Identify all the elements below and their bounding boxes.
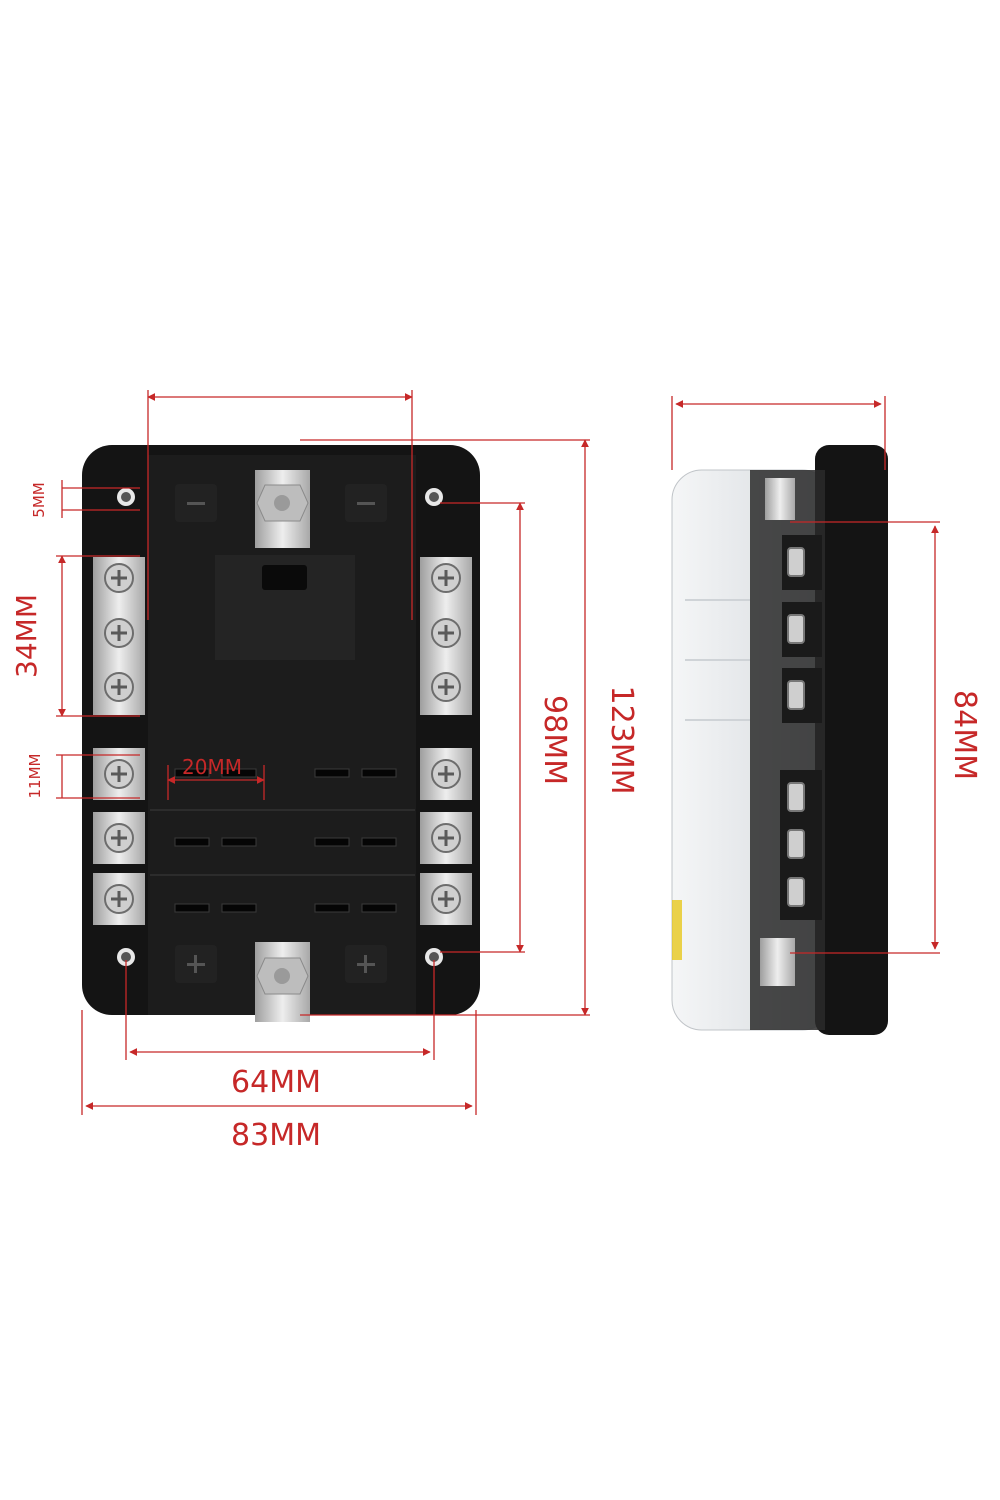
side-screws xyxy=(787,547,805,907)
mount-height-label: 98MM xyxy=(537,695,572,785)
side-housing xyxy=(815,445,888,1035)
terminal-pitch-label: 11MM xyxy=(26,754,44,799)
minus-icon xyxy=(175,484,387,522)
top-bus-label: 34MM xyxy=(10,594,43,678)
total-height-label: 123MM xyxy=(604,685,639,794)
bottom-stud xyxy=(255,942,310,1022)
fuse-slots xyxy=(174,768,397,913)
top-gap-label: 5MM xyxy=(30,482,48,517)
mounting-holes xyxy=(117,488,443,966)
total-width-label: 83MM xyxy=(231,1118,321,1153)
top-stud xyxy=(255,470,310,548)
plus-icon xyxy=(175,945,387,983)
mount-width-label: 64MM xyxy=(231,1065,321,1100)
housing-panel xyxy=(148,455,416,1015)
label-sticker xyxy=(672,900,682,960)
side-height-label: 84MM xyxy=(947,690,982,780)
front-view xyxy=(82,445,480,1022)
cover-ribs xyxy=(685,599,750,721)
screw-slots xyxy=(111,570,454,907)
indicator-window xyxy=(262,565,307,590)
fuse-row-dividers xyxy=(150,809,415,876)
fuse-slot-label: 20MM xyxy=(182,755,242,779)
side-view xyxy=(671,445,888,1035)
dimension-lines xyxy=(56,390,940,1115)
left-terminals xyxy=(93,748,145,925)
